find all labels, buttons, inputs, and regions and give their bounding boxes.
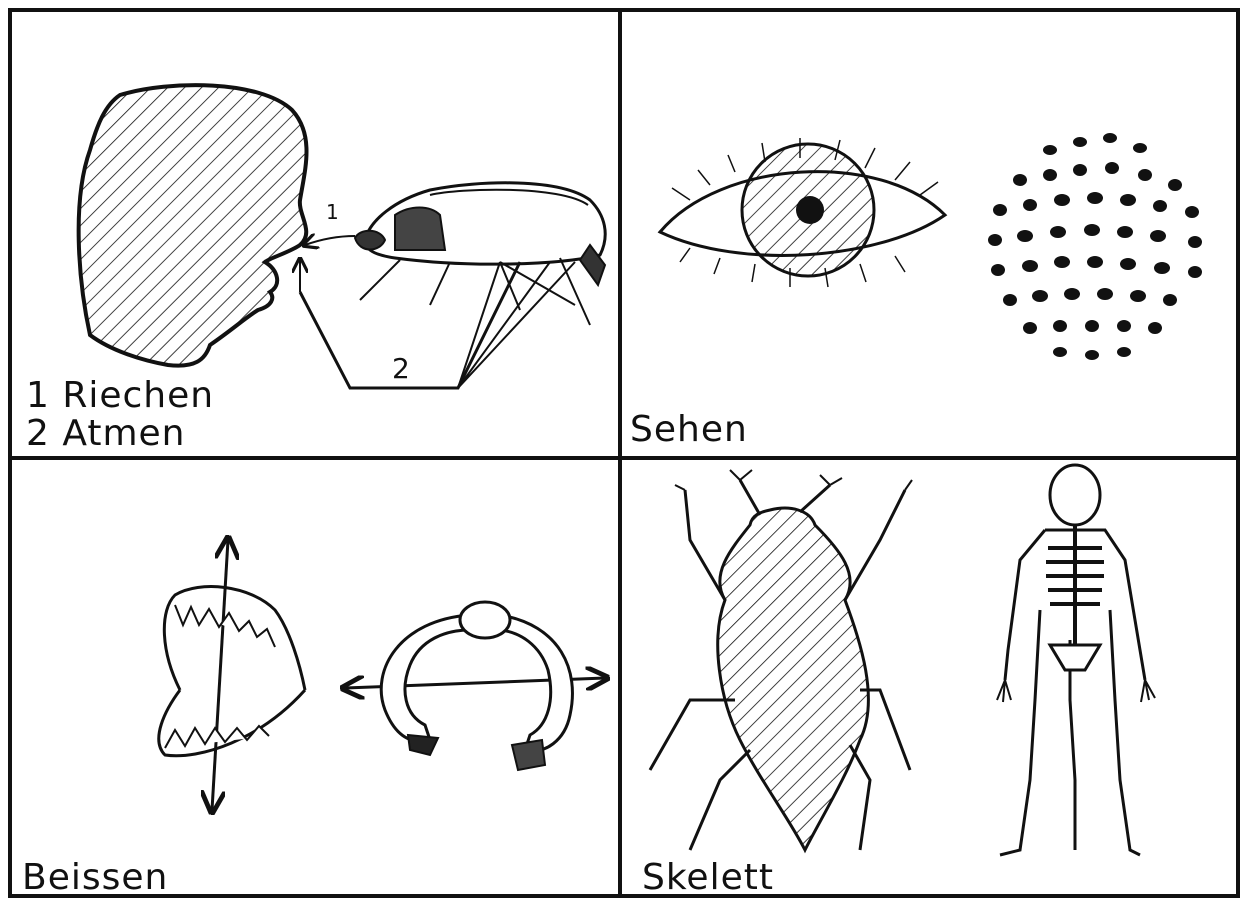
smell-marker: 1	[326, 200, 339, 224]
mandible-head	[460, 602, 510, 638]
pupil	[796, 196, 824, 224]
breathe-label: 2 Atmen	[26, 416, 186, 452]
smell-label: 1 Riechen	[26, 378, 214, 414]
breathe-marker: 2	[392, 352, 410, 385]
skeleton-label: Skelett	[642, 860, 774, 896]
mandible-tip-right	[512, 740, 545, 770]
see-label: Sehen	[630, 412, 748, 448]
human-skull	[1050, 465, 1100, 525]
bite-label: Beissen	[22, 860, 168, 896]
